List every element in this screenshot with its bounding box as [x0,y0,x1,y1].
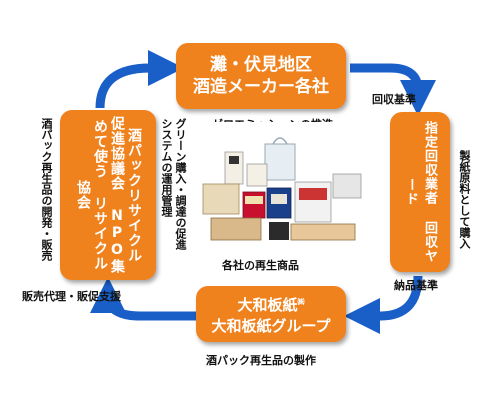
daiwa-itagami-box: 大和板紙㈱ 大和板紙グループ [196,286,346,342]
recycle-council-text: 酒パックリサイクル 促進協議会 NPO集めて使う リサイクル協会 [74,115,142,275]
daiwa-line1: 大和板紙 [237,295,298,314]
delivery-standard-label: 納品基準 [394,279,438,292]
council-col4: リサイクル協会 [75,180,108,271]
recycled-products-image [195,122,365,252]
daiwa-line1-wrap: 大和板紙㈱ [237,292,304,316]
arrow-bottom-to-left [90,277,196,321]
daiwa-line2: 大和板紙グループ [211,316,331,335]
sake-makers-line2: 酒造メーカー各社 [193,77,329,97]
arrow-left-to-top [95,50,184,109]
collector-box: 指定回収業者 回収ヤード [390,112,450,272]
sake-makers-box: 灘・伏見地区 酒造メーカー各社 [176,43,346,109]
recycle-council-box: 酒パックリサイクル 促進協議会 NPO集めて使う リサイクル協会 [60,110,156,280]
arrow-right-to-bottom [344,275,423,334]
arrow-top-to-right [350,63,436,116]
green-purchase-label: グリーン購入・調達の促進 [174,118,187,250]
recycled-products-caption: 各社の再生商品 [222,259,299,272]
council-col3: NPO集めて使う [92,119,125,274]
council-col1: 酒パックリサイクル [126,127,142,263]
collector-text: 指定回収業者 回収ヤード [401,117,439,267]
development-sales-label: 酒パック再生品の開発・販売 [40,118,53,261]
paper-material-label: 製紙原料として購入 [458,150,471,249]
pack-production-caption: 酒パック再生品の製作 [206,354,316,367]
council-col2: 促進協議会 [109,116,125,191]
daiwa-line1-mark: ㈱ [297,297,305,306]
collector-col2: 回収ヤード [403,178,437,263]
sake-makers-line1: 灘・伏見地区 [210,55,312,75]
collector-col1: 指定回収業者 [422,121,437,205]
sales-agent-label: 販売代理・販促支援 [22,290,121,303]
system-management-label: システムの運用管理 [160,118,173,217]
collection-standard-label: 回収基準 [372,93,416,106]
